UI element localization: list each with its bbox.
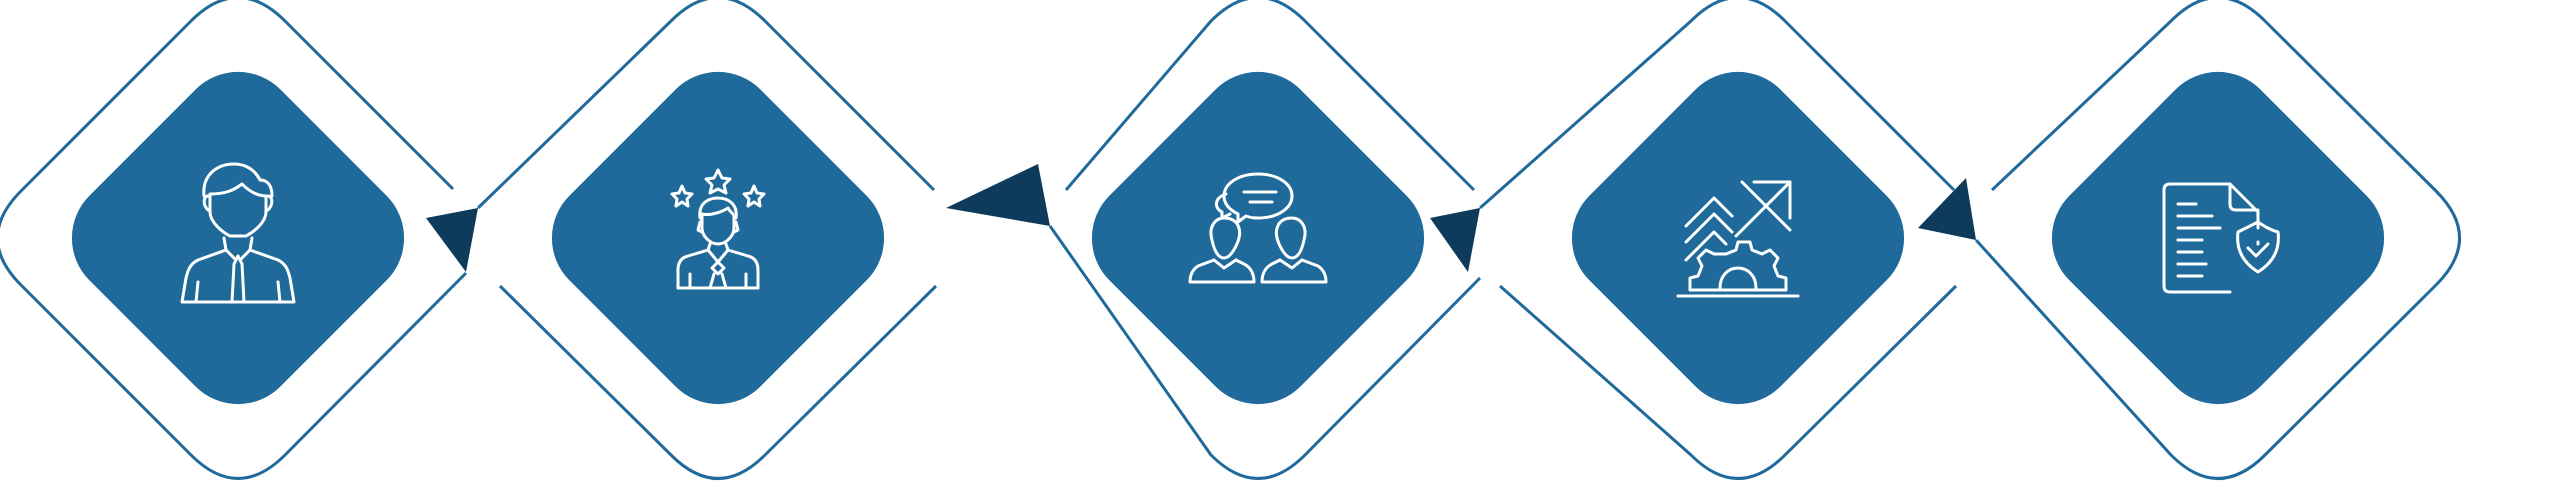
step-3-outline <box>1064 0 1476 192</box>
step-2-outline-lower <box>498 284 938 480</box>
growth-gear-icon <box>1676 180 1800 298</box>
step-3-outline-lower <box>1048 225 1482 480</box>
step-4-tile <box>1571 71 1905 405</box>
step-4 <box>1479 0 1958 480</box>
step-2-outline <box>476 0 936 210</box>
step-1-outline <box>0 0 468 480</box>
approved-document-icon <box>2162 182 2280 294</box>
step-4-outline <box>1479 0 1956 210</box>
rated-staff-icon <box>670 168 766 290</box>
step-1 <box>0 0 468 480</box>
step-4-outline-lower <box>1499 284 1958 480</box>
step-5-tile <box>2051 71 2385 405</box>
step-5 <box>1974 0 2461 480</box>
arrow-4 <box>1918 178 1976 240</box>
arrow-1 <box>426 208 478 272</box>
step-2 <box>476 0 938 480</box>
step-3-tile <box>1091 71 1425 405</box>
step-3 <box>1048 0 1482 480</box>
employee-icon <box>180 162 296 304</box>
arrow-3 <box>1430 208 1480 272</box>
step-5-outline <box>1974 0 2461 480</box>
step-1-tile <box>71 71 405 405</box>
step-2-tile <box>551 71 885 405</box>
arrow-2 <box>946 164 1050 226</box>
discussion-icon <box>1188 172 1328 284</box>
